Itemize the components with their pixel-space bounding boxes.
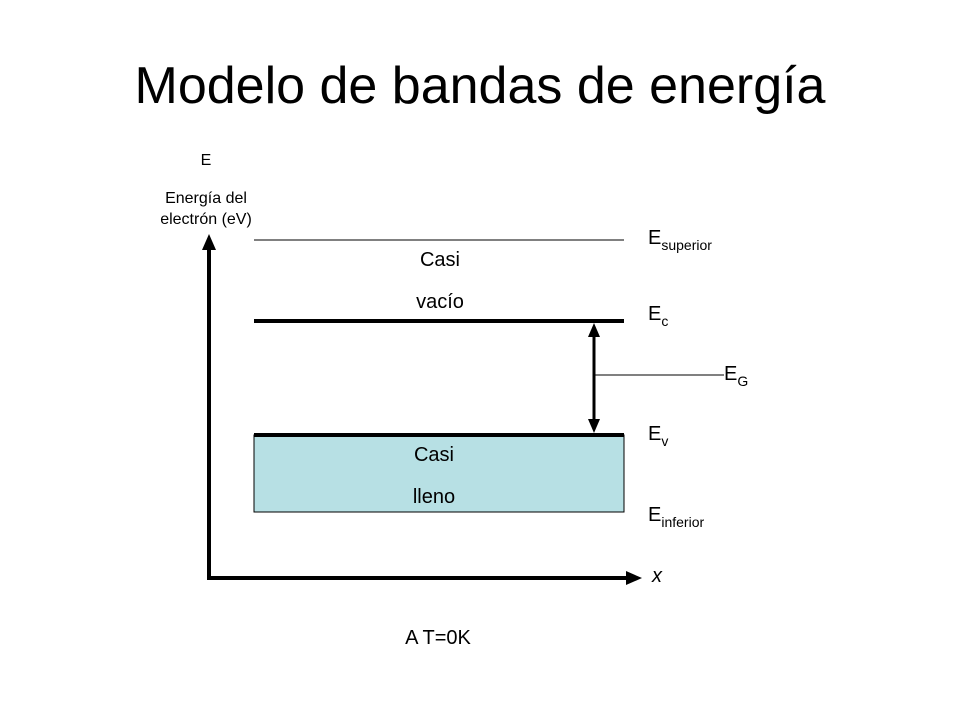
gap-arrow-head-bottom <box>588 419 600 433</box>
gap-arrow-head-top <box>588 323 600 337</box>
valence-band-fill <box>253 434 625 513</box>
y-axis-symbol: E <box>200 152 212 169</box>
level-label-conduction: Ec <box>648 303 669 329</box>
upper-band-text-line2: vacío <box>416 291 464 313</box>
temperature-caption: A T=0K <box>405 627 471 649</box>
x-axis-symbol: x <box>652 565 662 587</box>
level-label-inferior: Einferior <box>648 504 705 530</box>
lower-band-text-line2: lleno <box>412 486 456 508</box>
page-title: Modelo de bandas de energía <box>134 57 826 115</box>
y-axis-label-line2: electrón (eV) <box>160 211 252 228</box>
y-axis-label-line1: Energía del <box>165 190 247 207</box>
lower-band-text-line1: Casi <box>413 444 454 466</box>
upper-band-text-line1: Casi <box>419 249 460 271</box>
level-label-superior: Esuperior <box>648 227 712 253</box>
y-axis-arrowhead <box>202 234 216 250</box>
level-label-gap: EG <box>724 363 749 389</box>
level-label-valence: Ev <box>648 423 669 449</box>
x-axis-arrowhead <box>626 571 642 585</box>
